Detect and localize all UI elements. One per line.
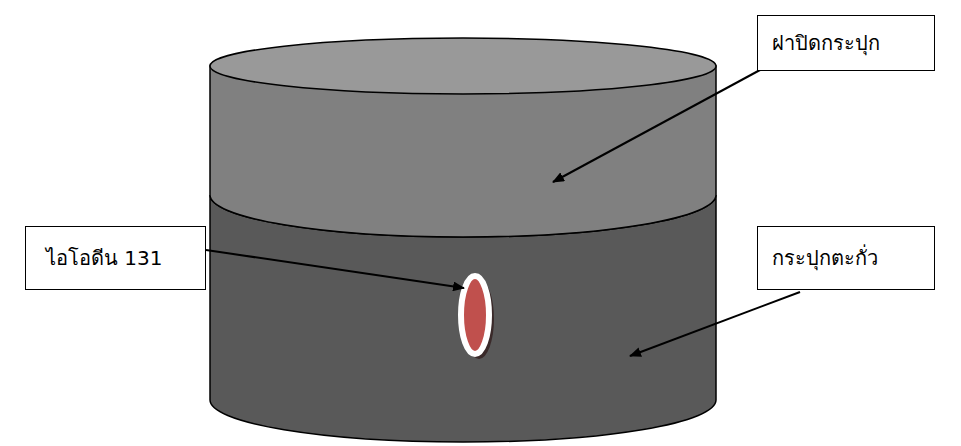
leader-arrow: [553, 70, 760, 182]
label-box: กระปุกตะกั่ว: [757, 226, 935, 290]
label-text: กระปุกตะกั่ว: [772, 246, 878, 270]
label-text: ฝาปิดกระปุก: [772, 31, 880, 55]
lid-top: [210, 38, 716, 94]
leader-arrow: [206, 250, 464, 288]
label-text: ไอโอดีน 131: [46, 246, 163, 270]
label-box: ฝาปิดกระปุก: [757, 15, 935, 71]
iodine-capsule: [461, 276, 489, 354]
label-box: ไอโอดีน 131: [25, 226, 206, 290]
leader-arrow: [630, 292, 800, 356]
